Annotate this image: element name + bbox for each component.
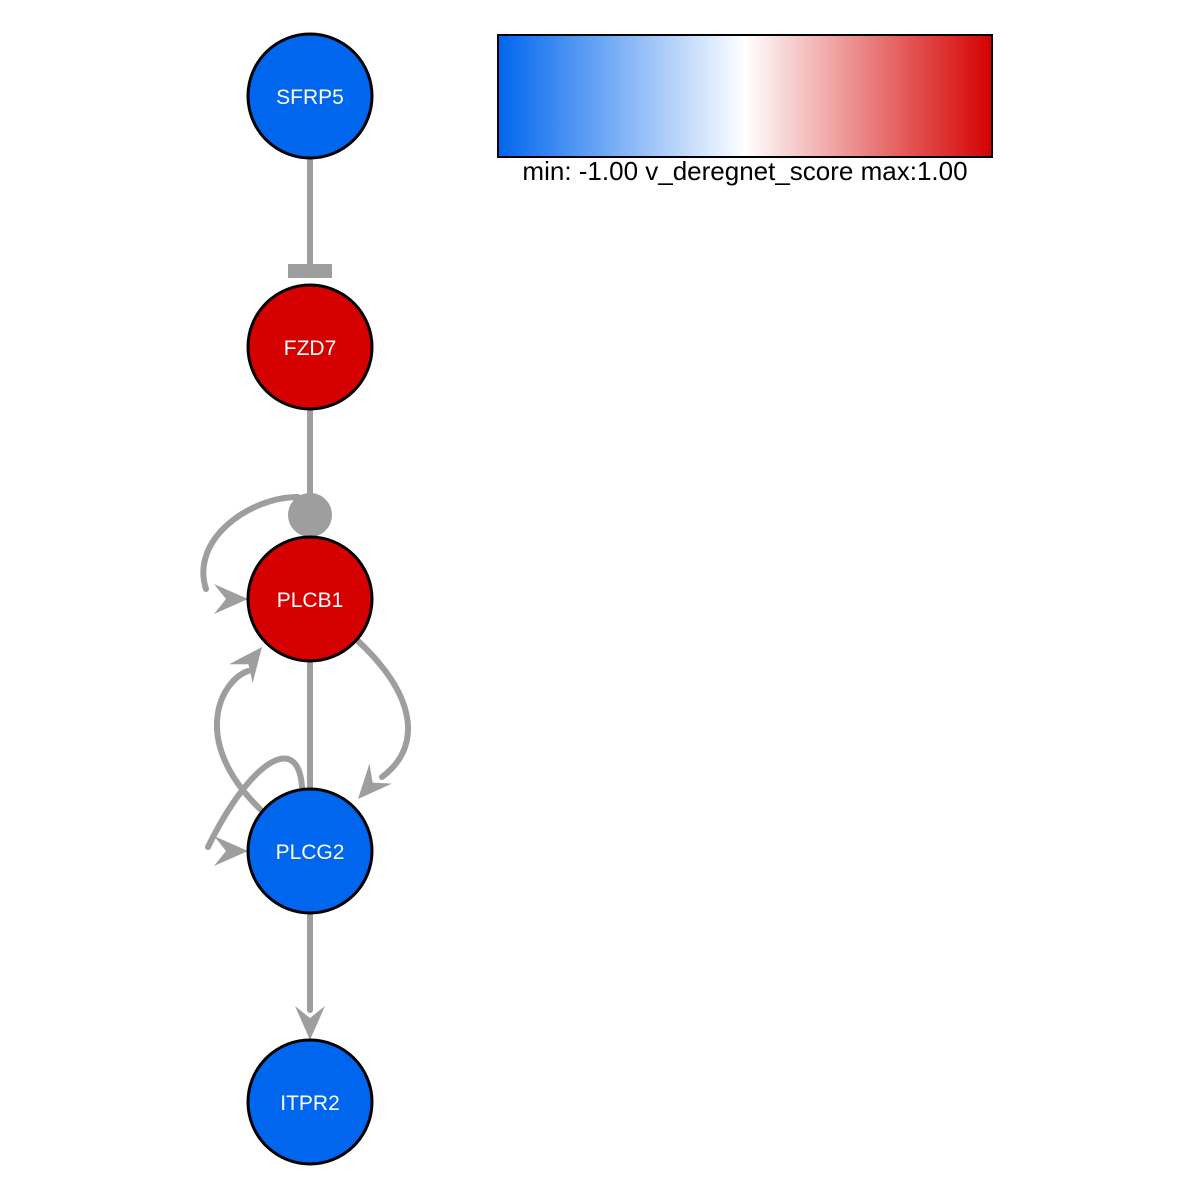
- node-label: PLCB1: [277, 589, 344, 612]
- legend-label: min: -1.00 v_deregnet_score max:1.00: [522, 156, 967, 186]
- node-plcb1[interactable]: PLCB1: [246, 535, 374, 663]
- color-legend: min: -1.00 v_deregnet_score max:1.00: [497, 34, 993, 186]
- node-itpr2[interactable]: ITPR2: [246, 1038, 374, 1166]
- node-label: PLCG2: [276, 841, 345, 864]
- node-label: FZD7: [284, 337, 337, 360]
- node-circle: [246, 283, 374, 411]
- edge-plcg2-self: [205, 755, 305, 850]
- node-circle: [246, 787, 374, 915]
- arrowhead-plcb1-self: [214, 584, 248, 614]
- legend-gradient-bar: [497, 34, 993, 158]
- node-plcg2[interactable]: PLCG2: [246, 787, 374, 915]
- node-sfrp5[interactable]: SFRP5: [246, 32, 374, 160]
- arrowhead-plcg2-self: [214, 836, 248, 866]
- node-label: ITPR2: [280, 1092, 340, 1115]
- arrowhead-plcg2-itpr2: [295, 1006, 325, 1040]
- edge-plcb1-plcg2: [355, 638, 412, 780]
- node-circle: [246, 1038, 374, 1166]
- edge-plcb1-self: [200, 494, 301, 592]
- edges-layer: [200, 155, 412, 1040]
- binding-dot: [288, 493, 332, 537]
- node-circle: [246, 32, 374, 160]
- edge-plcg2-plcb1: [214, 668, 263, 812]
- arrowhead-plcb1-plcg2: [358, 763, 392, 799]
- arrowhead-plcg2-plcb1: [229, 647, 262, 683]
- node-label: SFRP5: [276, 86, 344, 109]
- node-fzd7[interactable]: FZD7: [246, 283, 374, 411]
- node-circle: [246, 535, 374, 663]
- inhibition-bar: [288, 264, 332, 278]
